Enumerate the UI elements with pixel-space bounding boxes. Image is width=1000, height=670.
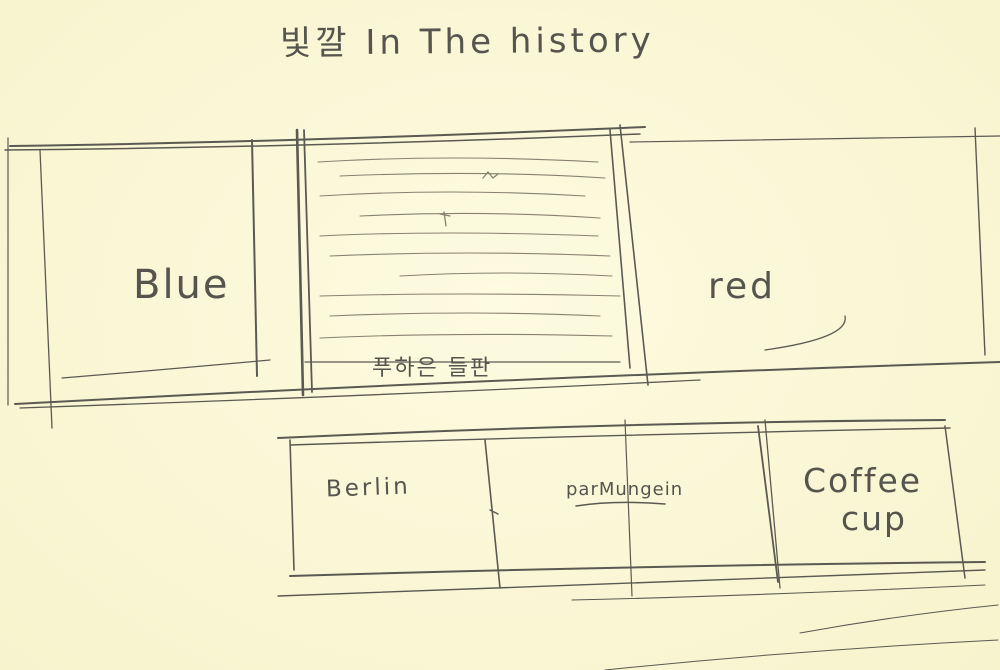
shaded-cell [317, 157, 621, 339]
cup-label-line: cup [841, 499, 908, 538]
cell-parmungein-label: parMungein [566, 479, 684, 500]
sketch-title: 빛깔 In The history [279, 20, 655, 64]
top-row-caption: 푸하은 들판 [372, 356, 493, 381]
cell-red-label: red [708, 266, 777, 307]
cell-coffee-cup-label: Coffee cup [803, 462, 922, 538]
red-cell-swoosh [764, 315, 846, 351]
cell-blue-label: Blue [133, 262, 230, 308]
coffee-label-line: Coffee [803, 461, 923, 500]
bottom-row-frame [277, 419, 999, 670]
top-row-frame [4, 124, 1000, 429]
cell-berlin-label: Berlin [325, 473, 412, 503]
